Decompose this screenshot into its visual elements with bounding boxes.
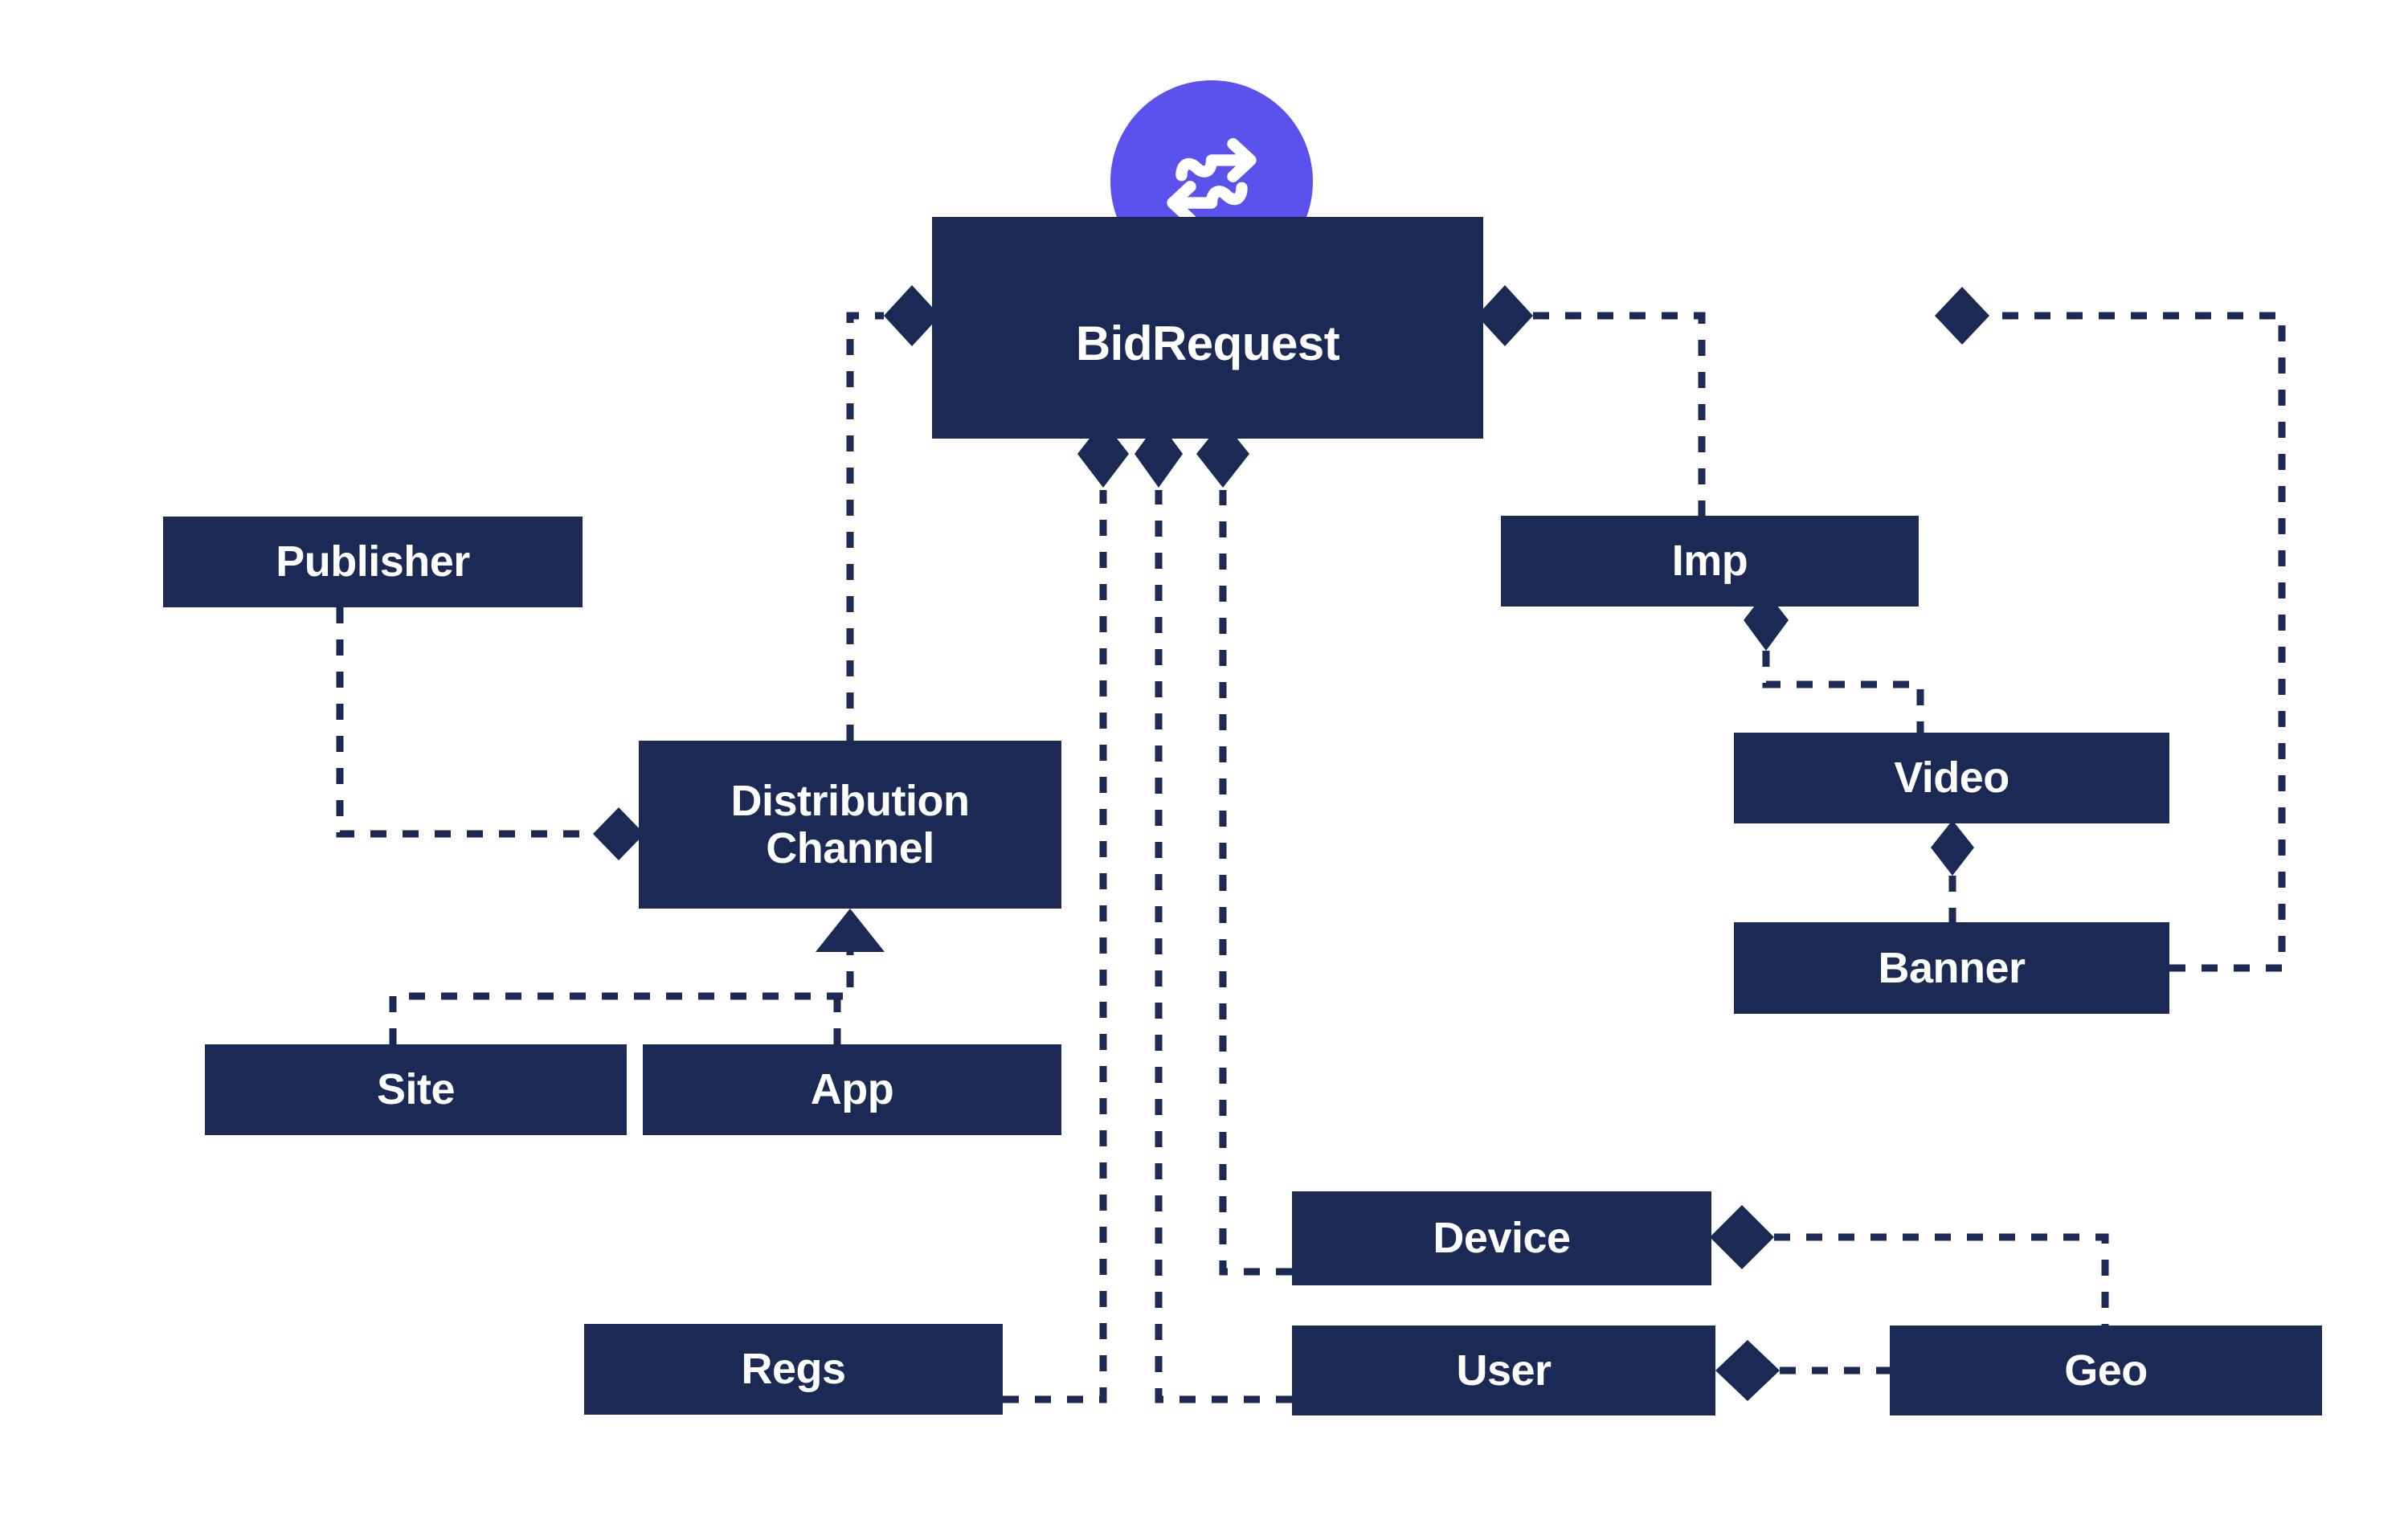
node-distribution-channel[interactable]: Distribution Channel [639,741,1061,909]
connector-banner-imp [1960,312,2286,972]
diamond-device-right [1710,1205,1774,1269]
node-publisher[interactable]: Publisher [163,517,583,607]
node-regs-label: Regs [741,1345,846,1394]
connector-user-bidrequest [1155,490,1292,1403]
node-site[interactable]: Site [205,1044,627,1135]
connector-device-bidrequest [1219,490,1292,1276]
node-user[interactable]: User [1292,1326,1715,1415]
connector-publisher-distchannel [336,607,593,838]
node-bidrequest[interactable]: BidRequest [932,217,1483,439]
connector-imp-bidrequest [1533,312,1706,516]
node-device-label: Device [1433,1214,1571,1263]
connector-distchannel-bidrequest [846,312,884,741]
node-geo[interactable]: Geo [1890,1326,2322,1415]
connector-geo-device [1774,1233,2109,1326]
node-user-label: User [1456,1346,1552,1395]
node-imp[interactable]: Imp [1501,516,1919,607]
connector-regs-bidrequest [1003,490,1107,1403]
diamond-imp-right [1935,287,1989,345]
connector-video-imp [1762,651,1924,733]
node-video-label: Video [1894,754,2009,803]
swap-exchange-icon [1151,121,1272,242]
node-publisher-label: Publisher [276,537,470,586]
node-video[interactable]: Video [1734,733,2169,823]
node-bidrequest-label: BidRequest [1075,316,1340,370]
node-banner[interactable]: Banner [1734,922,2169,1014]
triangle-distchannel-generalization [816,909,885,952]
connector-site-distchannel [389,948,854,1044]
diamond-video-bottom [1931,820,1974,876]
node-banner-label: Banner [1878,943,2026,992]
diamond-distchannel-left [593,807,644,860]
diamond-bidrequest-right [1477,285,1533,346]
diamond-user-right [1715,1340,1780,1401]
node-distribution-channel-label: Distribution Channel [730,777,970,872]
node-app-label: App [810,1065,894,1114]
node-site-label: Site [376,1065,456,1114]
node-geo-label: Geo [2064,1346,2148,1395]
node-regs[interactable]: Regs [584,1324,1003,1415]
node-app[interactable]: App [643,1044,1061,1135]
node-device[interactable]: Device [1292,1191,1711,1285]
node-imp-label: Imp [1671,537,1748,586]
